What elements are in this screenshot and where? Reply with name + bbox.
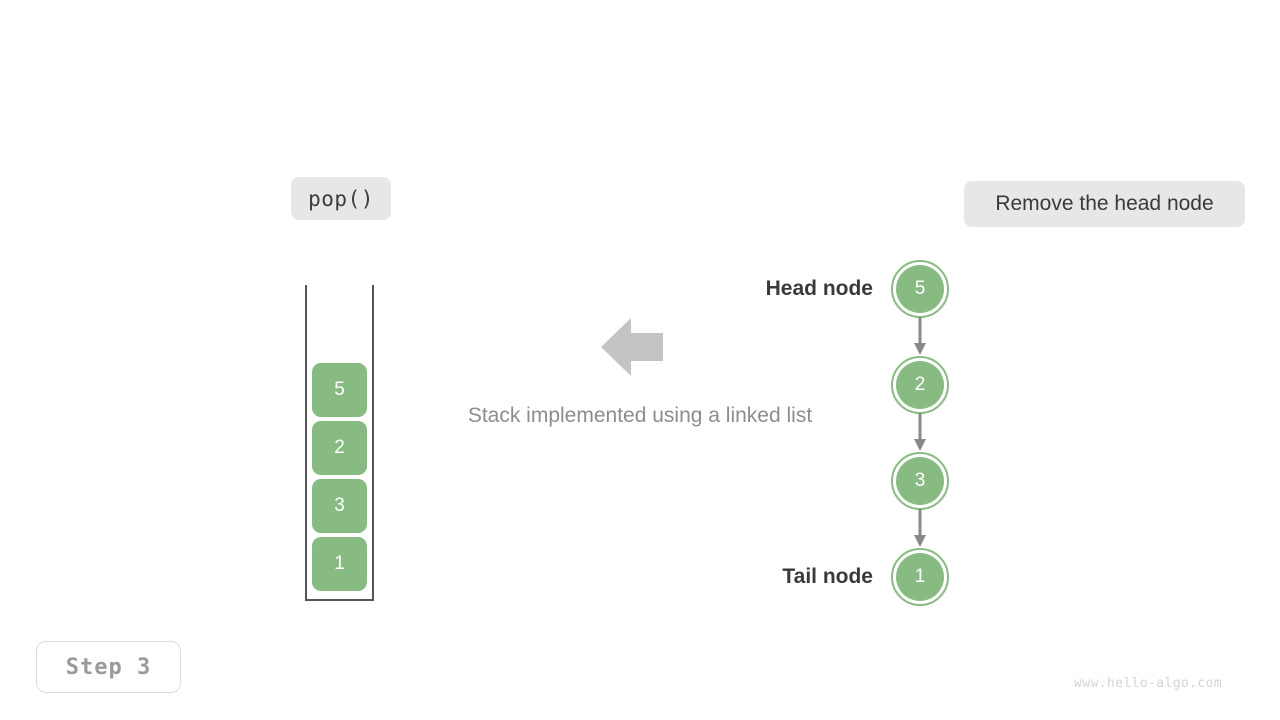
- node-ring: [891, 548, 949, 606]
- node-value: 1: [896, 553, 944, 601]
- stack-cell-list: 5 2 3 1: [312, 363, 367, 591]
- arrow-down-icon: [914, 413, 926, 451]
- head-node-label: Head node: [765, 277, 873, 300]
- step-indicator: Step 3: [36, 641, 181, 693]
- arrow-left-icon: [601, 318, 663, 376]
- linked-list-node: 5: [890, 259, 950, 319]
- diagram-caption: Stack implemented using a linked list: [467, 404, 813, 427]
- node-value: 5: [896, 265, 944, 313]
- linked-list: 5 2 3 1: [890, 259, 950, 607]
- linked-list-node: 1: [890, 547, 950, 607]
- linked-list-node: 2: [890, 355, 950, 415]
- stack-cell: 3: [312, 479, 367, 533]
- arrow-down-icon: [914, 509, 926, 547]
- arrow-down-icon: [914, 317, 926, 355]
- stack-cell: 2: [312, 421, 367, 475]
- site-watermark: www.hello-algo.com: [1074, 676, 1223, 691]
- tail-node-label: Tail node: [782, 565, 873, 588]
- stack-cell: 1: [312, 537, 367, 591]
- operation-label: pop(): [291, 177, 391, 220]
- node-value: 3: [896, 457, 944, 505]
- stack-container: [305, 285, 374, 601]
- stack-cell: 5: [312, 363, 367, 417]
- node-value: 2: [896, 361, 944, 409]
- action-description: Remove the head node: [964, 181, 1245, 227]
- linked-list-node: 3: [890, 451, 950, 511]
